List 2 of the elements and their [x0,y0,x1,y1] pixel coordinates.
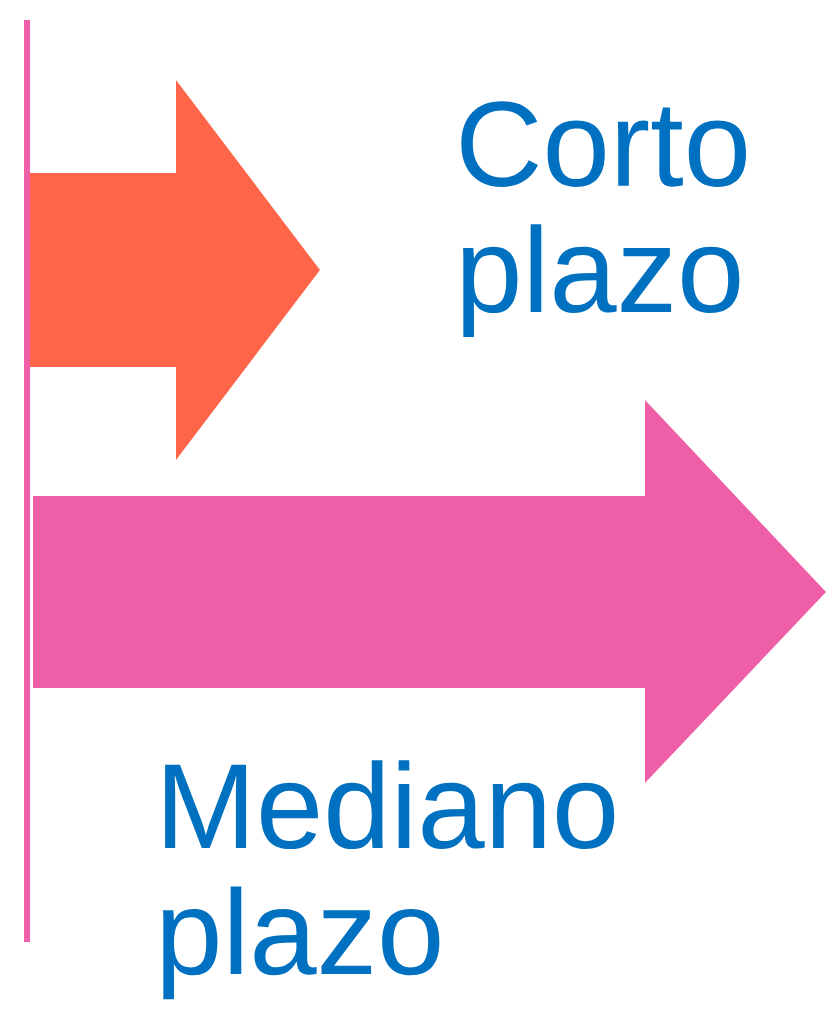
period-label: Mediano plazo [163,760,615,1000]
period-label: Corto plazo [461,101,746,337]
